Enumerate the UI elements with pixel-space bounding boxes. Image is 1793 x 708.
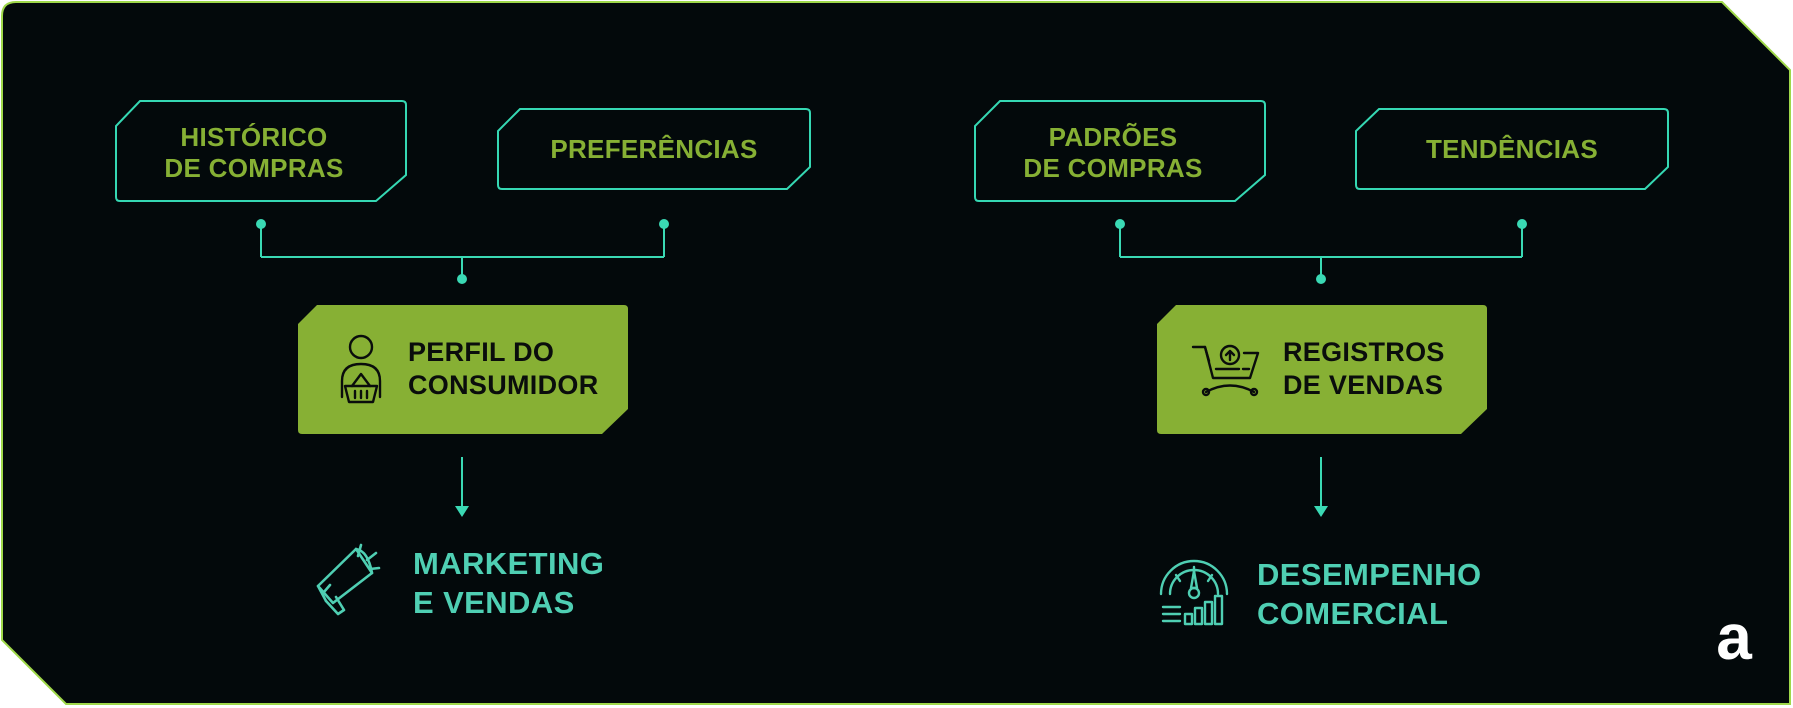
shopping-cart-icon: [1191, 344, 1260, 397]
hub-box-perfil: [298, 305, 628, 434]
connector-dot: [1316, 274, 1326, 284]
hub-box-registros: [1157, 305, 1487, 434]
tag-historico-de-compras: HISTÓRICO DE COMPRAS: [116, 122, 392, 184]
hub-perfil-do-consumidor: PERFIL DO CONSUMIDOR: [408, 336, 618, 402]
outcome-marketing-e-vendas: MARKETING E VENDAS: [413, 544, 643, 622]
tag-box-historico: [115, 100, 407, 202]
tag-label-line1: HISTÓRICO: [180, 122, 328, 152]
connector-left: [260, 224, 665, 506]
arrow-head: [1314, 506, 1328, 517]
tag-box-padroes: [974, 100, 1266, 202]
tag-padroes-de-compras: PADRÕES DE COMPRAS: [975, 122, 1251, 184]
connector-dot: [1517, 219, 1527, 229]
connector-dot: [659, 219, 669, 229]
tag-label-line2: DE COMPRAS: [164, 153, 344, 183]
outcome-label-line2: E VENDAS: [413, 585, 575, 620]
tag-label: TENDÊNCIAS: [1425, 134, 1598, 164]
connector-dot: [1115, 219, 1125, 229]
brand-logo: a: [1716, 601, 1752, 673]
gauge-icon: [1159, 559, 1229, 626]
tag-label: PREFERÊNCIAS: [550, 134, 758, 164]
outcome-label-line1: MARKETING: [413, 546, 605, 581]
arrow-head: [455, 506, 469, 517]
hub-label-line1: PERFIL DO: [408, 337, 555, 367]
tag-box-tendencias: [1355, 108, 1669, 190]
megaphone-icon: [316, 543, 381, 616]
outcome-desempenho-comercial: DESEMPENHO COMERCIAL: [1257, 555, 1497, 633]
connector-dot: [457, 274, 467, 284]
tag-label-line2: DE COMPRAS: [1023, 153, 1203, 183]
consumer-basket-icon: [340, 334, 382, 404]
hub-label-line2: CONSUMIDOR: [408, 370, 599, 400]
connector-dot: [256, 219, 266, 229]
tag-tendencias: TENDÊNCIAS: [1356, 134, 1668, 165]
connector-right: [1119, 224, 1523, 506]
hub-label-line1: REGISTROS: [1283, 337, 1445, 367]
tag-label-line1: PADRÕES: [1048, 122, 1178, 152]
outcome-label-line1: DESEMPENHO: [1257, 557, 1482, 592]
hub-label-line2: DE VENDAS: [1283, 370, 1444, 400]
outcome-label-line2: COMERCIAL: [1257, 596, 1449, 631]
tag-preferencias: PREFERÊNCIAS: [498, 134, 810, 165]
hub-registros-de-vendas: REGISTROS DE VENDAS: [1283, 336, 1483, 402]
tag-box-preferencias: [497, 108, 811, 190]
